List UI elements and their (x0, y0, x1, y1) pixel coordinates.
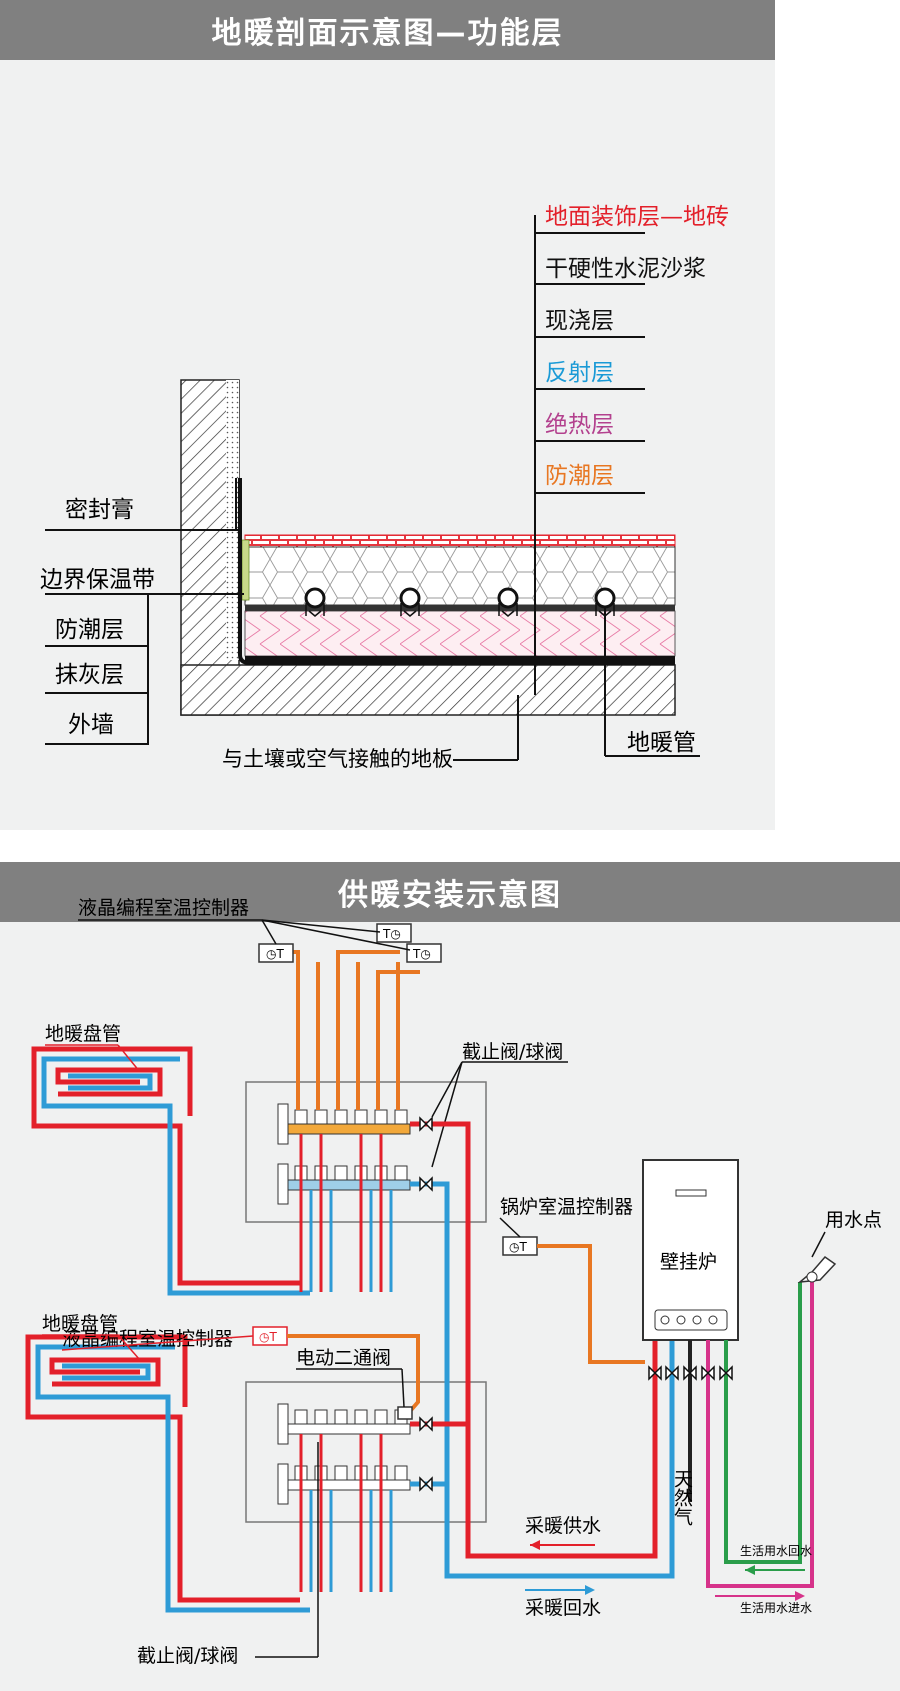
label-gas-vertical: 天然气 (671, 1469, 693, 1526)
label-floor-heating-pipe: 地暖管 (627, 730, 696, 756)
label-shutoff-valve-bottom: 截止阀/球阀 (137, 1645, 238, 1667)
label-floor-coil-1: 地暖盘管 (45, 1023, 121, 1045)
section-cross-section: 地暖剖面示意图—功能层 (0, 0, 775, 830)
section1-title: 地暖剖面示意图—功能层 (0, 0, 775, 60)
lcd-thermostat-top-3: T◷ (406, 943, 442, 963)
label-gas: 天然气 (671, 1469, 693, 1526)
label-floor-coil-2: 地暖盘管 (42, 1313, 118, 1335)
label-dhw-supply: 生活用水进水 (740, 1601, 812, 1615)
lcd-thermostat-bottom: ◷T (252, 1326, 288, 1346)
lcd-thermostat-top-1: ◷T (258, 943, 294, 963)
boundary-insulation-strip (241, 539, 250, 601)
label-motor-valve: 电动二通阀 (296, 1347, 391, 1369)
floor-heating-cross-section-diagram: 地面装饰层—地砖 干硬性水泥沙浆 现浇层 反射层 绝热层 防潮层 密封膏 边界保… (40, 204, 729, 771)
heating-pipes (304, 587, 616, 617)
label-boiler: 壁挂炉 (660, 1251, 717, 1273)
boiler-control-wire (537, 1244, 645, 1364)
svg-text:◷T: ◷T (509, 1240, 527, 1254)
section2-title: 供暖安装示意图 (0, 862, 900, 922)
moisture-barrier (245, 656, 675, 663)
heating-installation-diagram: ◷T T◷ T◷ 液晶编程室温控制器 截止阀/球阀 地暖盘管 (25, 897, 882, 1667)
boiler-valves (648, 1365, 733, 1381)
insulation-layer (244, 610, 676, 657)
svg-text:◷T: ◷T (266, 947, 284, 961)
label-heating-supply: 采暖供水 (525, 1515, 601, 1537)
shutoff-valves-top (419, 1116, 433, 1492)
label-dhw-return: 生活用水回水 (740, 1544, 812, 1558)
layer-label-cast-layer: 现浇层 (545, 308, 614, 334)
layer-label-moisture: 防潮层 (545, 463, 614, 489)
boiler-pipes (688, 1282, 814, 1588)
layer-label-tile: 地面装饰层—地砖 (545, 204, 729, 230)
svg-text:◷T: ◷T (259, 1330, 277, 1344)
wall-moisture-membrane (238, 478, 675, 665)
manifold-box-top (245, 1081, 487, 1223)
section-installation: 供暖安装示意图 (0, 862, 900, 1691)
layer-label-mortar: 干硬性水泥沙浆 (545, 256, 706, 282)
manifold-outlets-bottom (299, 1434, 393, 1592)
svg-text:T◷: T◷ (412, 947, 431, 961)
floor-coil-bottom (25, 1334, 310, 1613)
label-boiler-controller: 锅炉室温控制器 (500, 1196, 633, 1218)
label-boundary-strip: 边界保温带 (40, 567, 155, 593)
label-heating-return: 采暖回水 (525, 1597, 601, 1619)
manifold-outlets-top (299, 1134, 393, 1292)
layer-label-reflective: 反射层 (545, 360, 614, 386)
water-point-faucet (797, 1255, 837, 1283)
left-layer-labels: 密封膏 边界保温带 防潮层 抹灰层 外墙 (40, 497, 244, 745)
floor-coil-top (31, 1046, 310, 1296)
label-lcd-controller-2: 液晶编程室温控制器 (62, 1328, 233, 1350)
manifold-bottom (277, 1403, 411, 1505)
plaster-layer (226, 380, 239, 660)
wall-boiler: 壁挂炉 (642, 1159, 739, 1341)
label-plaster: 抹灰层 (55, 662, 124, 688)
manifold-box-bottom (245, 1381, 487, 1523)
boiler-thermostat: ◷T (502, 1236, 538, 1256)
label-sealant: 密封膏 (65, 497, 134, 523)
manifold-top (277, 1103, 411, 1205)
motor-valve (397, 1406, 413, 1420)
label-ground-floor: 与土壤或空气接触的地板 (222, 747, 453, 771)
label-water-point: 用水点 (825, 1209, 882, 1231)
main-pipes (410, 1121, 675, 1579)
floor-slab (180, 664, 676, 716)
floor-tile-layer (244, 534, 676, 548)
svg-text:T◷: T◷ (382, 927, 401, 941)
layer-label-insulation: 绝热层 (545, 412, 614, 438)
reflective-layer (245, 605, 675, 611)
label-lcd-controller-1: 液晶编程室温控制器 (78, 897, 249, 919)
label-moisture-barrier: 防潮层 (55, 617, 124, 643)
label-outer-wall: 外墙 (68, 712, 114, 738)
lcd-thermostat-top-2: T◷ (376, 923, 412, 943)
right-layer-labels: 地面装饰层—地砖 干硬性水泥沙浆 现浇层 反射层 绝热层 防潮层 (535, 204, 729, 494)
label-shutoff-valve-top: 截止阀/球阀 (462, 1041, 563, 1063)
control-wires-top (285, 950, 420, 1110)
